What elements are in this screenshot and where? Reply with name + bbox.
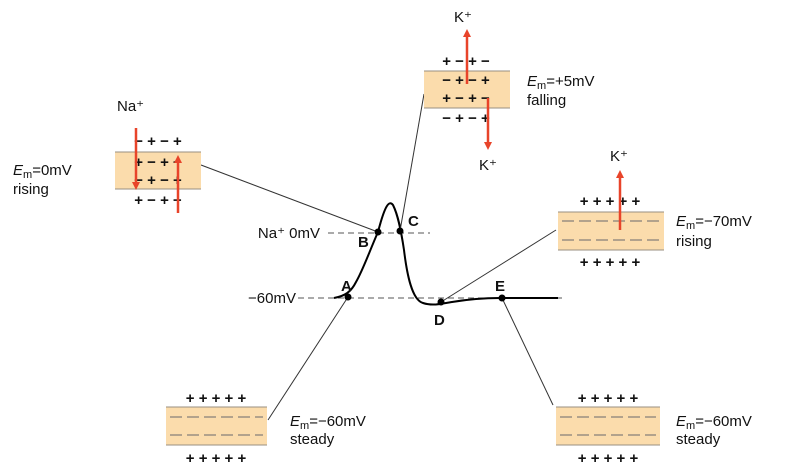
membrane-b-bottom-charges: + − + − [134,192,182,209]
membrane-e-state: steady [676,431,721,448]
membrane-d: K⁺ + + + + + + + + + + Em=−70mV rising [558,148,752,271]
point-a [344,293,352,301]
leader-line-d [440,229,557,303]
point-d [437,298,445,306]
membrane-b-state: rising [13,181,49,198]
point-label-b: B [358,234,369,251]
membrane-a: + + + + + + + + + + Em=−60mV steady [166,390,366,467]
membrane-d-top-charges: + + + + + [580,193,641,210]
leader-line-e [501,297,554,406]
membrane-a-body [166,407,267,445]
point-label-c: C [408,213,419,230]
leader-line-a [267,296,349,421]
membrane-c: K⁺ + − + − − + − + + − + − − + − + K⁺ Em… [424,9,595,174]
point-label-a: A [341,278,352,295]
point-label-e: E [495,278,505,295]
action-potential-trace [333,202,558,306]
membrane-d-bottom-charges: + + + + + [580,254,641,271]
membrane-c-potential: Em=+5mV [527,73,595,92]
point-e [498,294,506,302]
membrane-b-ion-label: Na⁺ [117,98,144,115]
membrane-d-ion-label: K⁺ [610,148,628,165]
membrane-b: Na⁺ − + − + + − + − − + − + + − + − Em=0… [13,98,201,213]
membrane-a-top-charges: + + + + + [186,390,247,407]
membrane-a-potential: Em=−60mV [290,413,366,432]
membrane-d-state: rising [676,233,712,250]
membrane-a-state: steady [290,431,335,448]
membrane-b-inner-charges-bottom: − + − + [134,172,182,189]
point-b [374,228,382,236]
point-c [396,227,404,235]
point-label-d: D [434,312,445,329]
membrane-c-ion-bottom: K⁺ [479,157,497,174]
membrane-c-ion-top: K⁺ [454,9,472,26]
membrane-e-bottom-charges: + + + + + [578,450,639,467]
membrane-c-inner-charges-bottom: + − + − [442,90,490,107]
leader-line-c [399,93,425,232]
membrane-e-potential: Em=−60mV [676,413,752,432]
membrane-d-body [558,212,664,250]
membrane-e-top-charges: + + + + + [578,390,639,407]
zero-level-label: Na⁺ 0mV [258,225,320,242]
membrane-c-state: falling [527,92,566,109]
leader-line-b [200,164,379,233]
membrane-b-potential: Em=0mV [13,162,72,181]
membrane-b-top-charges: − + − + [134,133,182,150]
membrane-a-bottom-charges: + + + + + [186,450,247,467]
rest-level-label: −60mV [248,290,296,307]
membrane-e: + + + + + + + + + + Em=−60mV steady [556,390,752,467]
membrane-b-inner-charges-top: + − + − [134,154,182,171]
membrane-b-body [115,152,201,189]
membrane-e-body [556,407,660,445]
membrane-d-potential: Em=−70mV [676,213,752,232]
membrane-c-bottom-charges: − + − + [442,110,490,127]
